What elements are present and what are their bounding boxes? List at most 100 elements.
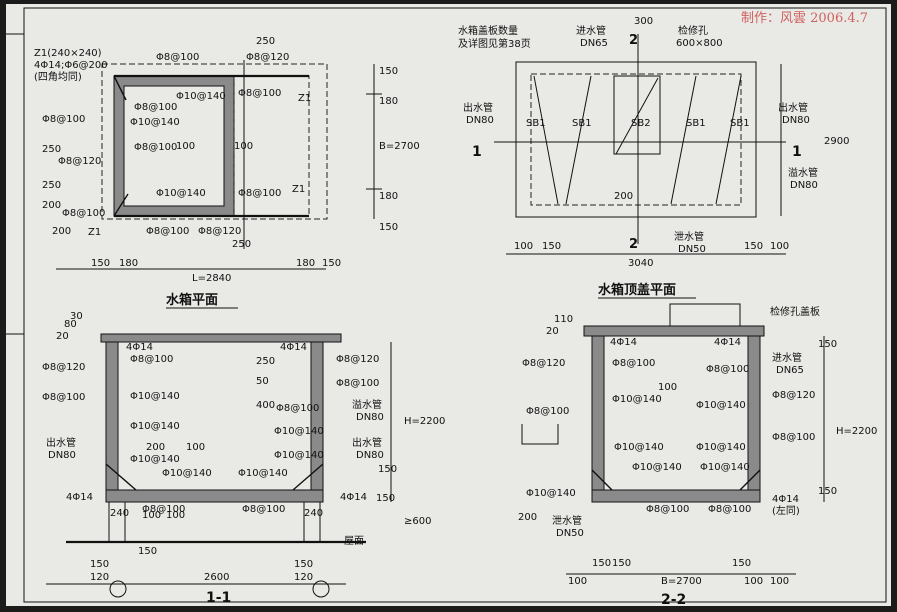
rebar-label: Φ8@100: [134, 102, 177, 113]
dim-label: 200: [52, 226, 71, 237]
rebar-label: Φ10@140: [700, 462, 750, 473]
panel-sb1: SB1: [572, 118, 592, 129]
rebar-label: Φ10@140: [632, 462, 682, 473]
access-size: 600×800: [676, 38, 723, 49]
haunch-bar: [739, 469, 761, 491]
rebar-label: Φ8@100: [526, 406, 569, 417]
overflow-label: 溢水管: [352, 398, 382, 411]
dim-label: 250: [232, 239, 251, 250]
dim-label: 50: [256, 376, 269, 387]
dim-label: 2900: [824, 136, 849, 147]
haunch-bar: [591, 469, 613, 491]
dim-label: 100: [658, 382, 677, 393]
b-dim: B=2700: [661, 576, 702, 587]
dim-label: 150: [379, 222, 398, 233]
base-slab: [591, 489, 761, 503]
dim-label: 100: [186, 442, 205, 453]
b-dim: B=2700: [379, 141, 420, 152]
dim-label: 200: [146, 442, 165, 453]
lid-slab: [100, 333, 342, 343]
dim-label: 100: [234, 141, 253, 152]
dim-label: 100: [166, 510, 185, 521]
inlet-label: 进水管: [576, 24, 606, 37]
access-hatch: [613, 75, 661, 155]
panel-sb1: SB1: [526, 118, 546, 129]
drain-dn: DN50: [678, 244, 706, 255]
panel-sb1: SB1: [686, 118, 706, 129]
section-title: 2-2: [661, 592, 686, 606]
l-dim: L=2840: [192, 273, 231, 284]
rebar-label: Φ10@140: [130, 117, 180, 128]
dim-label: 120: [90, 572, 109, 583]
rebar-label: Φ10@140: [612, 394, 662, 405]
rebar-label: Φ10@140: [130, 391, 180, 402]
rebar-label: Φ8@120: [772, 390, 815, 401]
rebar-label: Φ8@100: [646, 504, 689, 515]
rebar-label: Φ8@100: [238, 188, 281, 199]
cover-note: 及详图见第38页: [458, 37, 531, 50]
watermark: 制作：风雲 2006.4.7: [741, 11, 868, 26]
dim-label: 80: [64, 319, 77, 330]
rebar-label: Φ10@140: [130, 421, 180, 432]
z1-note: (四角均同): [34, 71, 82, 83]
dim-label: 240: [110, 508, 129, 519]
dim-label: 150: [732, 558, 751, 569]
dim-label: 150: [379, 66, 398, 77]
haunch-bar: [105, 463, 137, 491]
dim-label: 110: [554, 314, 573, 325]
h-dim: H=2200: [404, 416, 445, 427]
z1-label: Z1: [88, 227, 101, 238]
dim-label: 150: [818, 486, 837, 497]
lid-slab: [583, 325, 765, 337]
rebar-label: Φ8@100: [130, 354, 173, 365]
rebar-label: Φ8@100: [238, 88, 281, 99]
cut-mark-2: 2: [629, 33, 638, 48]
cut-mark-1: 1: [472, 144, 482, 160]
inlet-dn: DN65: [580, 38, 608, 49]
inlet-label: 进水管: [772, 351, 802, 364]
outlet-label: 出水管: [463, 101, 493, 114]
left-wall: [591, 335, 605, 503]
rebar-label: 4Φ14: [610, 337, 637, 348]
drain-dn: DN50: [556, 528, 584, 539]
dim-label: 150: [592, 558, 611, 569]
rebar-label: Φ8@100: [42, 114, 85, 125]
dim-label: 150: [376, 493, 395, 504]
section-1-1: 20 80 30 4Φ14 Φ8@100 4Φ14 250 Φ8@120 Φ8@…: [42, 311, 445, 606]
rebar-label: Φ8@100: [142, 504, 185, 515]
rebar-label: Φ10@140: [696, 442, 746, 453]
corner-bar: [113, 193, 129, 217]
dim-label: 150: [90, 559, 109, 570]
panel-joint: [533, 75, 559, 205]
drain-label: 泄水管: [674, 230, 704, 243]
outlet-label: 出水管: [778, 101, 808, 114]
inlet-dn: DN65: [776, 365, 804, 376]
rebar-label: Φ8@120: [58, 156, 101, 167]
rebar-label: Φ10@140: [696, 400, 746, 411]
left-wall: [105, 341, 119, 503]
access-label: 检修孔: [678, 24, 708, 37]
width-dim: 2600: [204, 572, 229, 583]
dim-label: 100: [142, 510, 161, 521]
hatch-diagonal: [615, 77, 659, 155]
dim-label: 100: [176, 141, 195, 152]
dim-label: 150: [612, 558, 631, 569]
dim-label: 150: [294, 559, 313, 570]
cover-inner-dashed: [530, 73, 742, 206]
dim-label: 150: [542, 241, 561, 252]
dim-label: 150: [744, 241, 763, 252]
dim-label: 20: [56, 331, 69, 342]
cover-note: 水箱盖板数量: [458, 24, 518, 37]
same-left-note: (左同): [772, 504, 800, 517]
drawing-sheet: 制作：风雲 2006.4.7 Z1(240×240) 4Φ14;Φ6@200 (…: [6, 4, 891, 606]
panel-joint: [715, 75, 742, 205]
rebar-label: 4Φ14: [714, 337, 741, 348]
outlet-dn: DN80: [782, 115, 810, 126]
dim-label: 100: [514, 241, 533, 252]
rebar-label: Φ8@100: [42, 392, 85, 403]
top-title: 水箱顶盖平面: [598, 282, 676, 298]
dim-label: 250: [42, 144, 61, 155]
dim-label: 100: [744, 576, 763, 587]
cut-mark-1: 1: [792, 144, 802, 160]
overflow-label: 溢水管: [788, 166, 818, 179]
